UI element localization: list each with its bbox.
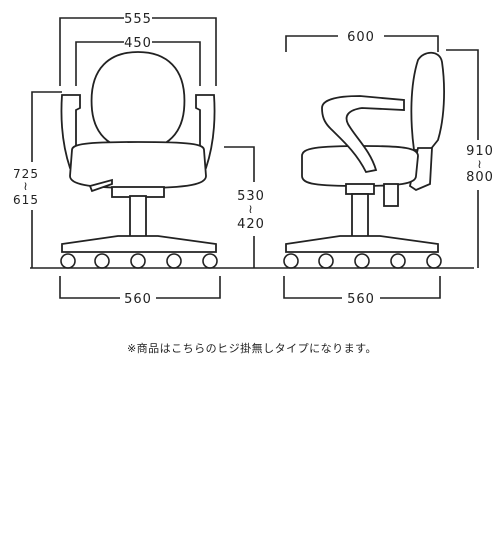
side-depth-line [285,35,338,52]
side-cylinder [351,193,369,241]
side-dimensions: 600 530 ≀ 420 910 ≀ 800 560 [224,30,494,307]
front-base [61,235,217,253]
side-seat-height-line [224,146,255,182]
side-seat-height-range-mark: ≀ [248,202,254,216]
side-height-min-label: 800 [466,170,494,185]
front-height-min-label: 615 [13,193,39,207]
front-cylinder [129,195,147,241]
product-note: ※商品はこちらのヒジ掛無しタイプになります。 [126,342,378,355]
side-caster-5 [426,253,442,269]
front-height-range-mark: ≀ [23,179,29,193]
front-height-line [31,91,62,162]
side-height-max-label: 910 [466,144,494,159]
side-armrest [321,95,405,174]
front-caster-4 [166,253,182,269]
side-base-width-label: 560 [347,292,375,307]
side-base [285,235,439,253]
front-overall-width-label: 555 [124,12,152,27]
front-seat [69,141,207,189]
front-back-width-label: 450 [124,36,152,51]
side-seat-height-max-label: 530 [237,189,265,204]
front-backrest [90,51,186,151]
front-base-width-label: 560 [124,292,152,307]
side-seat [301,145,419,187]
side-base-width-line [283,276,342,299]
front-overall-width-line [59,17,124,86]
front-caster-5 [202,253,218,269]
side-height-range-mark: ≀ [477,157,483,171]
front-base-width-line [59,276,120,299]
side-view-chair [283,51,445,269]
side-depth-label: 600 [347,30,375,45]
front-caster-1 [60,253,76,269]
side-height-line [446,49,479,140]
front-caster-2 [94,253,110,269]
side-caster-4 [390,253,406,269]
side-backrest [410,51,445,151]
side-seat-height-min-label: 420 [237,217,265,232]
front-height-max-label: 725 [13,167,39,181]
side-caster-1 [283,253,299,269]
front-lever [88,178,113,193]
front-view-chair [60,51,218,269]
front-caster-3 [130,253,146,269]
front-dimensions: 555 450 725 ≀ 615 560 [13,12,221,307]
side-lever [383,183,399,207]
side-caster-2 [318,253,334,269]
side-mechanism [345,183,375,195]
front-back-width-line [75,41,124,86]
side-caster-3 [354,253,370,269]
